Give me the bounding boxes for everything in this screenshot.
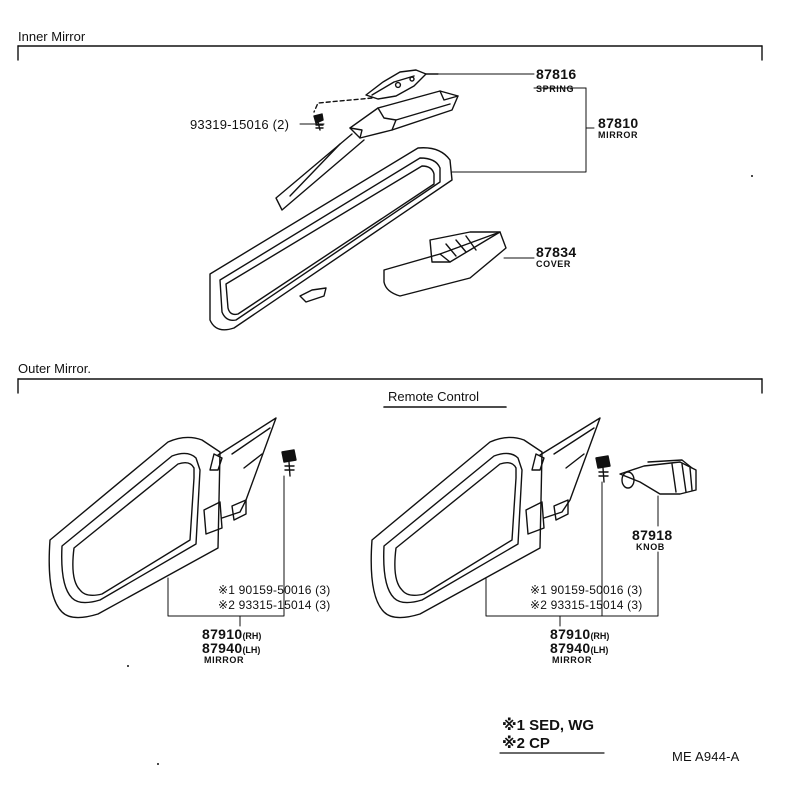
remote-control-knob	[619, 459, 697, 495]
knob-part-number: 87918	[632, 527, 673, 543]
outer-right-name: MIRROR	[552, 655, 593, 665]
outer-mirror-left	[48, 417, 277, 619]
spring-part-name: SPRING	[536, 84, 575, 94]
outer-left-screw-2: ※2 93315-15014 (3)	[218, 598, 331, 612]
outer-left-lh-number: 87940	[202, 640, 243, 656]
diagram-code: ME A944-A	[672, 749, 740, 764]
outer-mirror-right	[370, 417, 601, 619]
outer-right-screw-2: ※2 93315-15014 (3)	[530, 598, 643, 612]
outer-right-lh-part: 87940(LH)	[550, 641, 608, 657]
outer-right-rh-part: 87910(RH)	[550, 627, 609, 643]
cover-part-name: COVER	[536, 259, 572, 269]
outer-right-rh-suffix: (RH)	[590, 631, 610, 641]
scan-specks	[127, 175, 753, 765]
spring-part	[365, 69, 439, 100]
outer-left-screw	[281, 449, 297, 477]
outer-right-screw-1: ※1 90159-50016 (3)	[530, 583, 643, 597]
legend-note-2: ※2 CP	[502, 735, 550, 752]
cover-part-number: 87834	[536, 244, 577, 260]
outer-mirror-heading: Outer Mirror.	[18, 361, 91, 376]
outer-left-leader-lines	[167, 475, 285, 627]
outer-left-lh-suffix: (LH)	[242, 645, 261, 655]
inner-screw	[313, 113, 324, 131]
remote-control-heading: Remote Control	[388, 389, 480, 404]
inner-section-bracket	[17, 45, 763, 61]
outer-right-lh-suffix: (LH)	[590, 645, 609, 655]
inner-screw-part-number: 93319-15016 (2)	[190, 117, 290, 132]
outer-right-lh-number: 87940	[550, 640, 591, 656]
mirror-part-name: MIRROR	[598, 130, 639, 140]
outer-left-screw-1: ※1 90159-50016 (3)	[218, 583, 331, 597]
mirror-part-number: 87810	[598, 115, 639, 131]
legend-note-1: ※1 SED, WG	[502, 717, 595, 734]
inner-mirror-heading: Inner Mirror	[18, 29, 86, 44]
inner-mirror-body	[209, 147, 453, 331]
inner-leader-lines	[299, 73, 595, 259]
spring-dash-line	[313, 97, 373, 113]
outer-left-rh-number: 87910	[202, 626, 243, 642]
outer-left-name: MIRROR	[204, 655, 245, 665]
outer-section-bracket	[17, 378, 763, 394]
knob-part-name: KNOB	[636, 542, 665, 552]
outer-right-rh-number: 87910	[550, 626, 591, 642]
outer-right-leader-lines	[485, 481, 659, 627]
mirror-stay-arm	[275, 133, 365, 211]
spring-part-number: 87816	[536, 66, 577, 82]
outer-left-rh-suffix: (RH)	[242, 631, 262, 641]
outer-left-rh-part: 87910(RH)	[202, 627, 261, 643]
mirror-mount-base	[349, 90, 459, 139]
outer-right-screw	[595, 455, 611, 483]
outer-left-lh-part: 87940(LH)	[202, 641, 260, 657]
mirror-cover	[383, 231, 507, 297]
